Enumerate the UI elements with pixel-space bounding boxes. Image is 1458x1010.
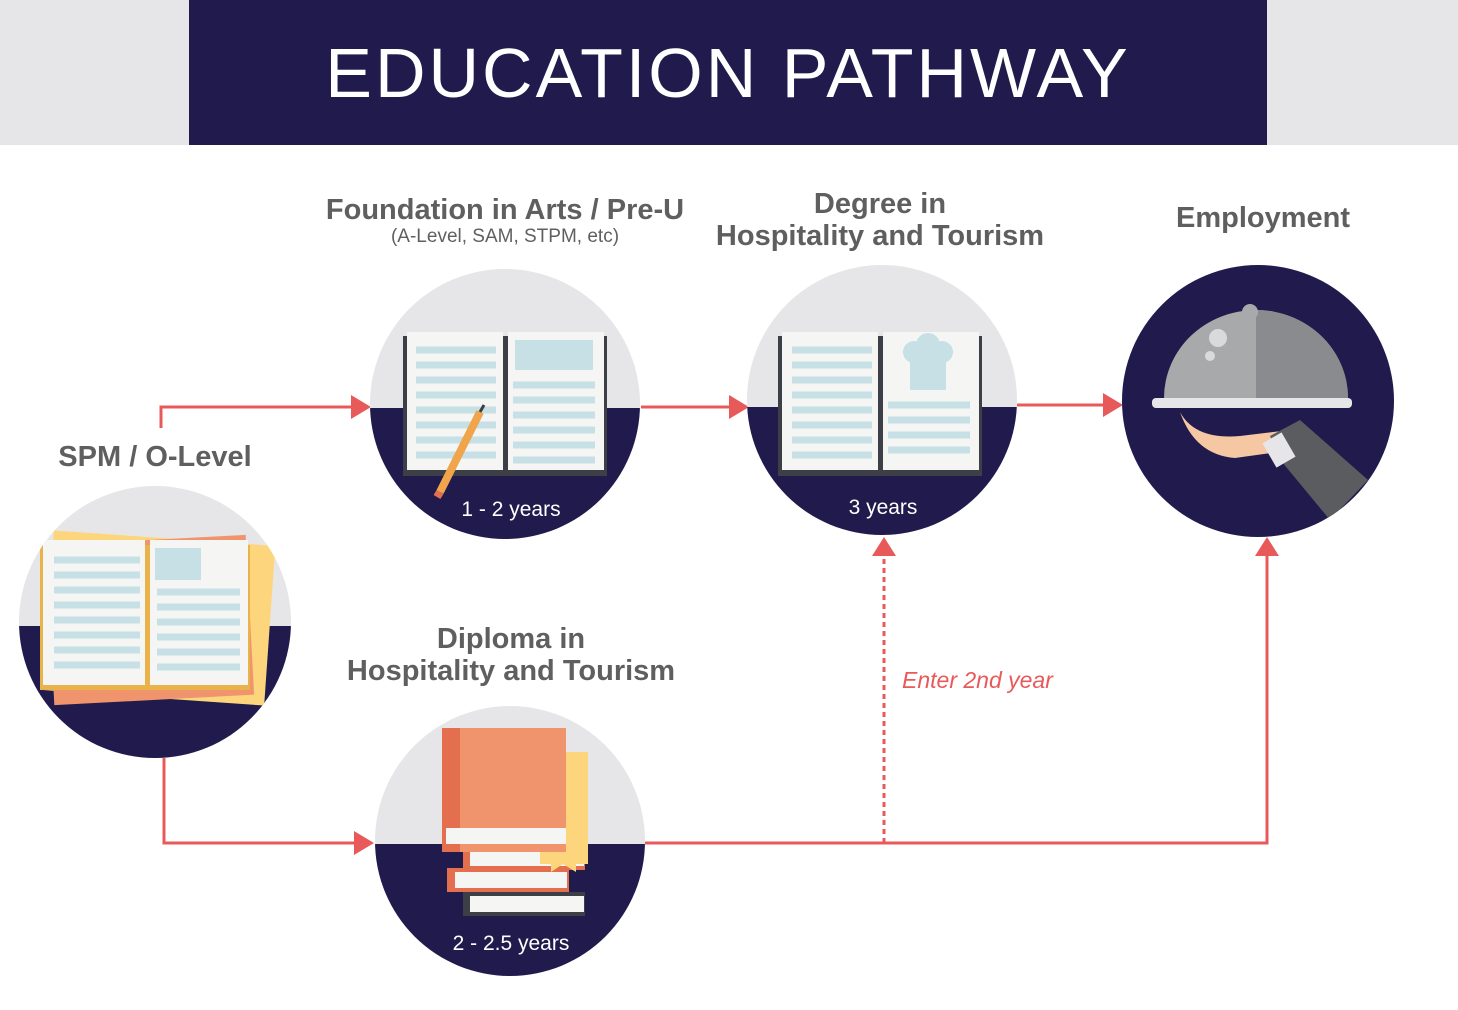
node-spm: [19, 486, 291, 758]
label-diploma: Diploma in Hospitality and Tourism: [347, 623, 675, 687]
arrowhead-icon: [1255, 537, 1279, 556]
arrows: [159, 403, 1269, 845]
page-title: EDUCATION PATHWAY: [325, 33, 1131, 112]
arrow-spm-to-foundation: [159, 405, 355, 428]
label-diploma-line1: Diploma in: [436, 623, 586, 655]
label-degree-line1: Degree in: [813, 188, 947, 220]
open-book-icon: [403, 332, 607, 476]
stacked-books-icon: [442, 728, 588, 916]
open-book-icon: [40, 530, 276, 706]
label-foundation-sub: (A-Level, SAM, STPM, etc): [390, 226, 620, 247]
node-employment: [1122, 265, 1394, 537]
duration-foundation: 1 - 2 years: [461, 498, 561, 521]
label-diploma-line2: Hospitality and Tourism: [346, 655, 676, 687]
cloche-icon: [1152, 304, 1368, 520]
arrow-spm-to-diploma: [162, 758, 357, 845]
chef-hat-icon: [903, 333, 953, 390]
label-degree: Degree in Hospitality and Tourism: [716, 188, 1044, 252]
label-foundation-title: Foundation in Arts / Pre-U: [325, 194, 685, 226]
arrowhead-icon: [1103, 393, 1123, 417]
arrowhead-icon: [354, 831, 374, 855]
label-employment: Employment: [1175, 202, 1351, 234]
label-foundation: Foundation in Arts / Pre-U (A-Level, SAM…: [326, 194, 684, 248]
arrow-diploma-to-employment: [645, 553, 1269, 845]
duration-degree: 3 years: [848, 496, 918, 519]
duration-diploma: 2 - 2.5 years: [452, 932, 570, 955]
enter-2nd-year-note: Enter 2nd year: [902, 667, 1053, 693]
label-degree-line2: Hospitality and Tourism: [715, 220, 1045, 252]
title-box: EDUCATION PATHWAY: [189, 0, 1267, 145]
label-spm: SPM / O-Level: [58, 441, 252, 473]
arrowhead-icon: [872, 537, 896, 556]
arrowheads: [351, 393, 1279, 855]
arrowhead-icon: [351, 395, 371, 419]
pencil-icon: [433, 404, 486, 500]
arrowhead-icon: [729, 395, 749, 419]
